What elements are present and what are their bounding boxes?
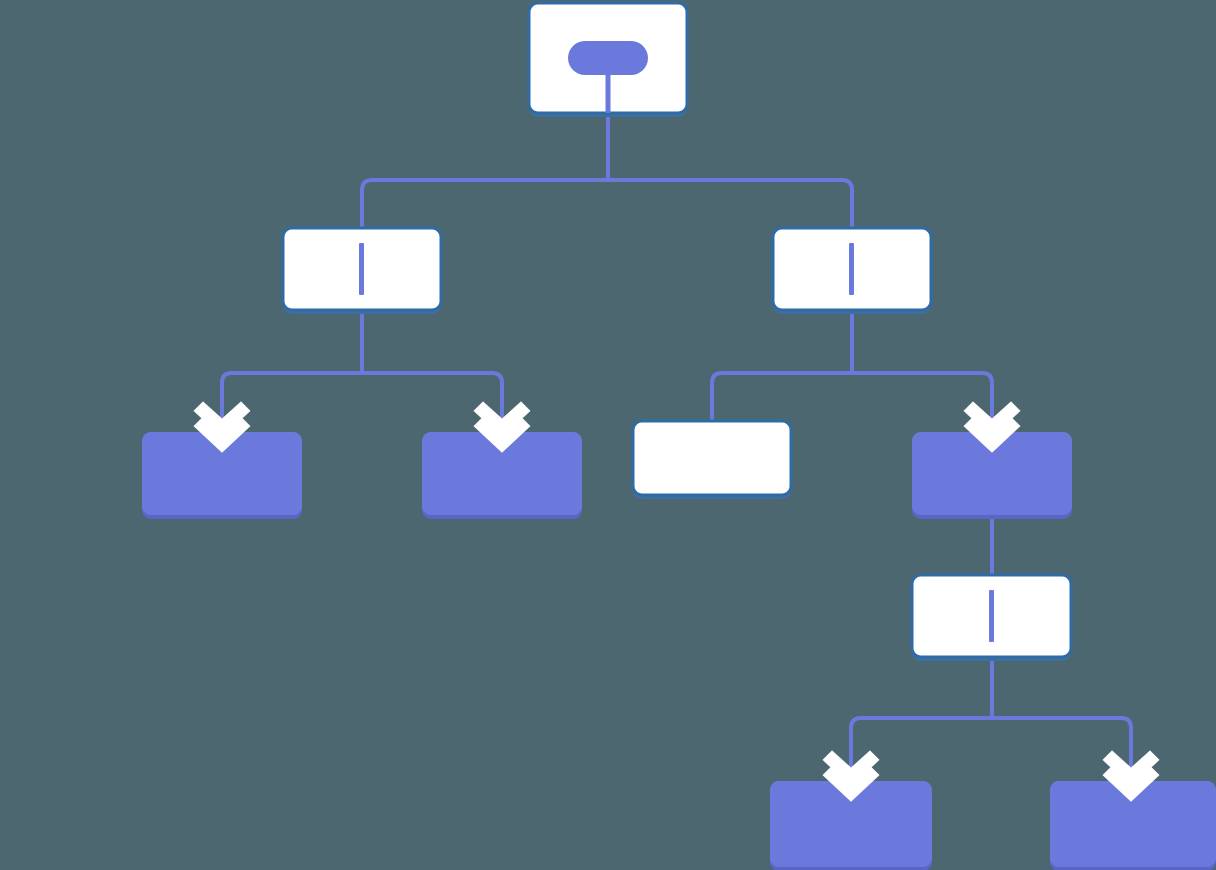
edges-layer	[220, 75, 1133, 781]
level3-white-node-vertical-bar	[989, 590, 994, 642]
level1-right-node[interactable]	[771, 226, 933, 314]
level2-leaf-b-body[interactable]	[422, 432, 582, 515]
level1-left-node-vertical-bar	[359, 243, 364, 295]
edge-level1-right-to-white-terminal	[710, 371, 852, 421]
level2-leaf-a-body[interactable]	[142, 432, 302, 515]
root-node-pill-badge	[568, 41, 648, 75]
edge-level1-right-to-branch	[852, 371, 994, 432]
edge-root-to-level1-right	[608, 178, 854, 243]
level3-white-node[interactable]	[910, 573, 1073, 661]
level4-leaf-a[interactable]	[770, 781, 932, 870]
edge-level1-left-to-leaf-a	[220, 371, 362, 432]
level4-leaf-a-body[interactable]	[770, 781, 932, 867]
level1-left-node[interactable]	[281, 226, 443, 314]
level2-leaf-b[interactable]	[422, 432, 582, 519]
level4-leaf-b-body[interactable]	[1050, 781, 1216, 867]
level2-branch-node-body[interactable]	[912, 432, 1072, 515]
edge-level3-to-leaf-a	[849, 716, 992, 781]
root-node[interactable]	[527, 1, 689, 117]
level2-leaf-a[interactable]	[142, 432, 302, 519]
edge-level1-left-to-leaf-b	[362, 371, 504, 432]
root-node-stem	[605, 75, 611, 113]
level1-right-node-vertical-bar	[849, 243, 854, 295]
nodes-layer	[142, 1, 1216, 870]
level2-white-terminal-body[interactable]	[631, 419, 793, 497]
edge-root-to-level1-left	[360, 178, 608, 243]
edge-level3-to-leaf-b	[992, 716, 1133, 781]
level2-white-terminal[interactable]	[631, 419, 793, 499]
level2-branch-node[interactable]	[912, 432, 1072, 519]
level4-leaf-b[interactable]	[1050, 781, 1216, 870]
